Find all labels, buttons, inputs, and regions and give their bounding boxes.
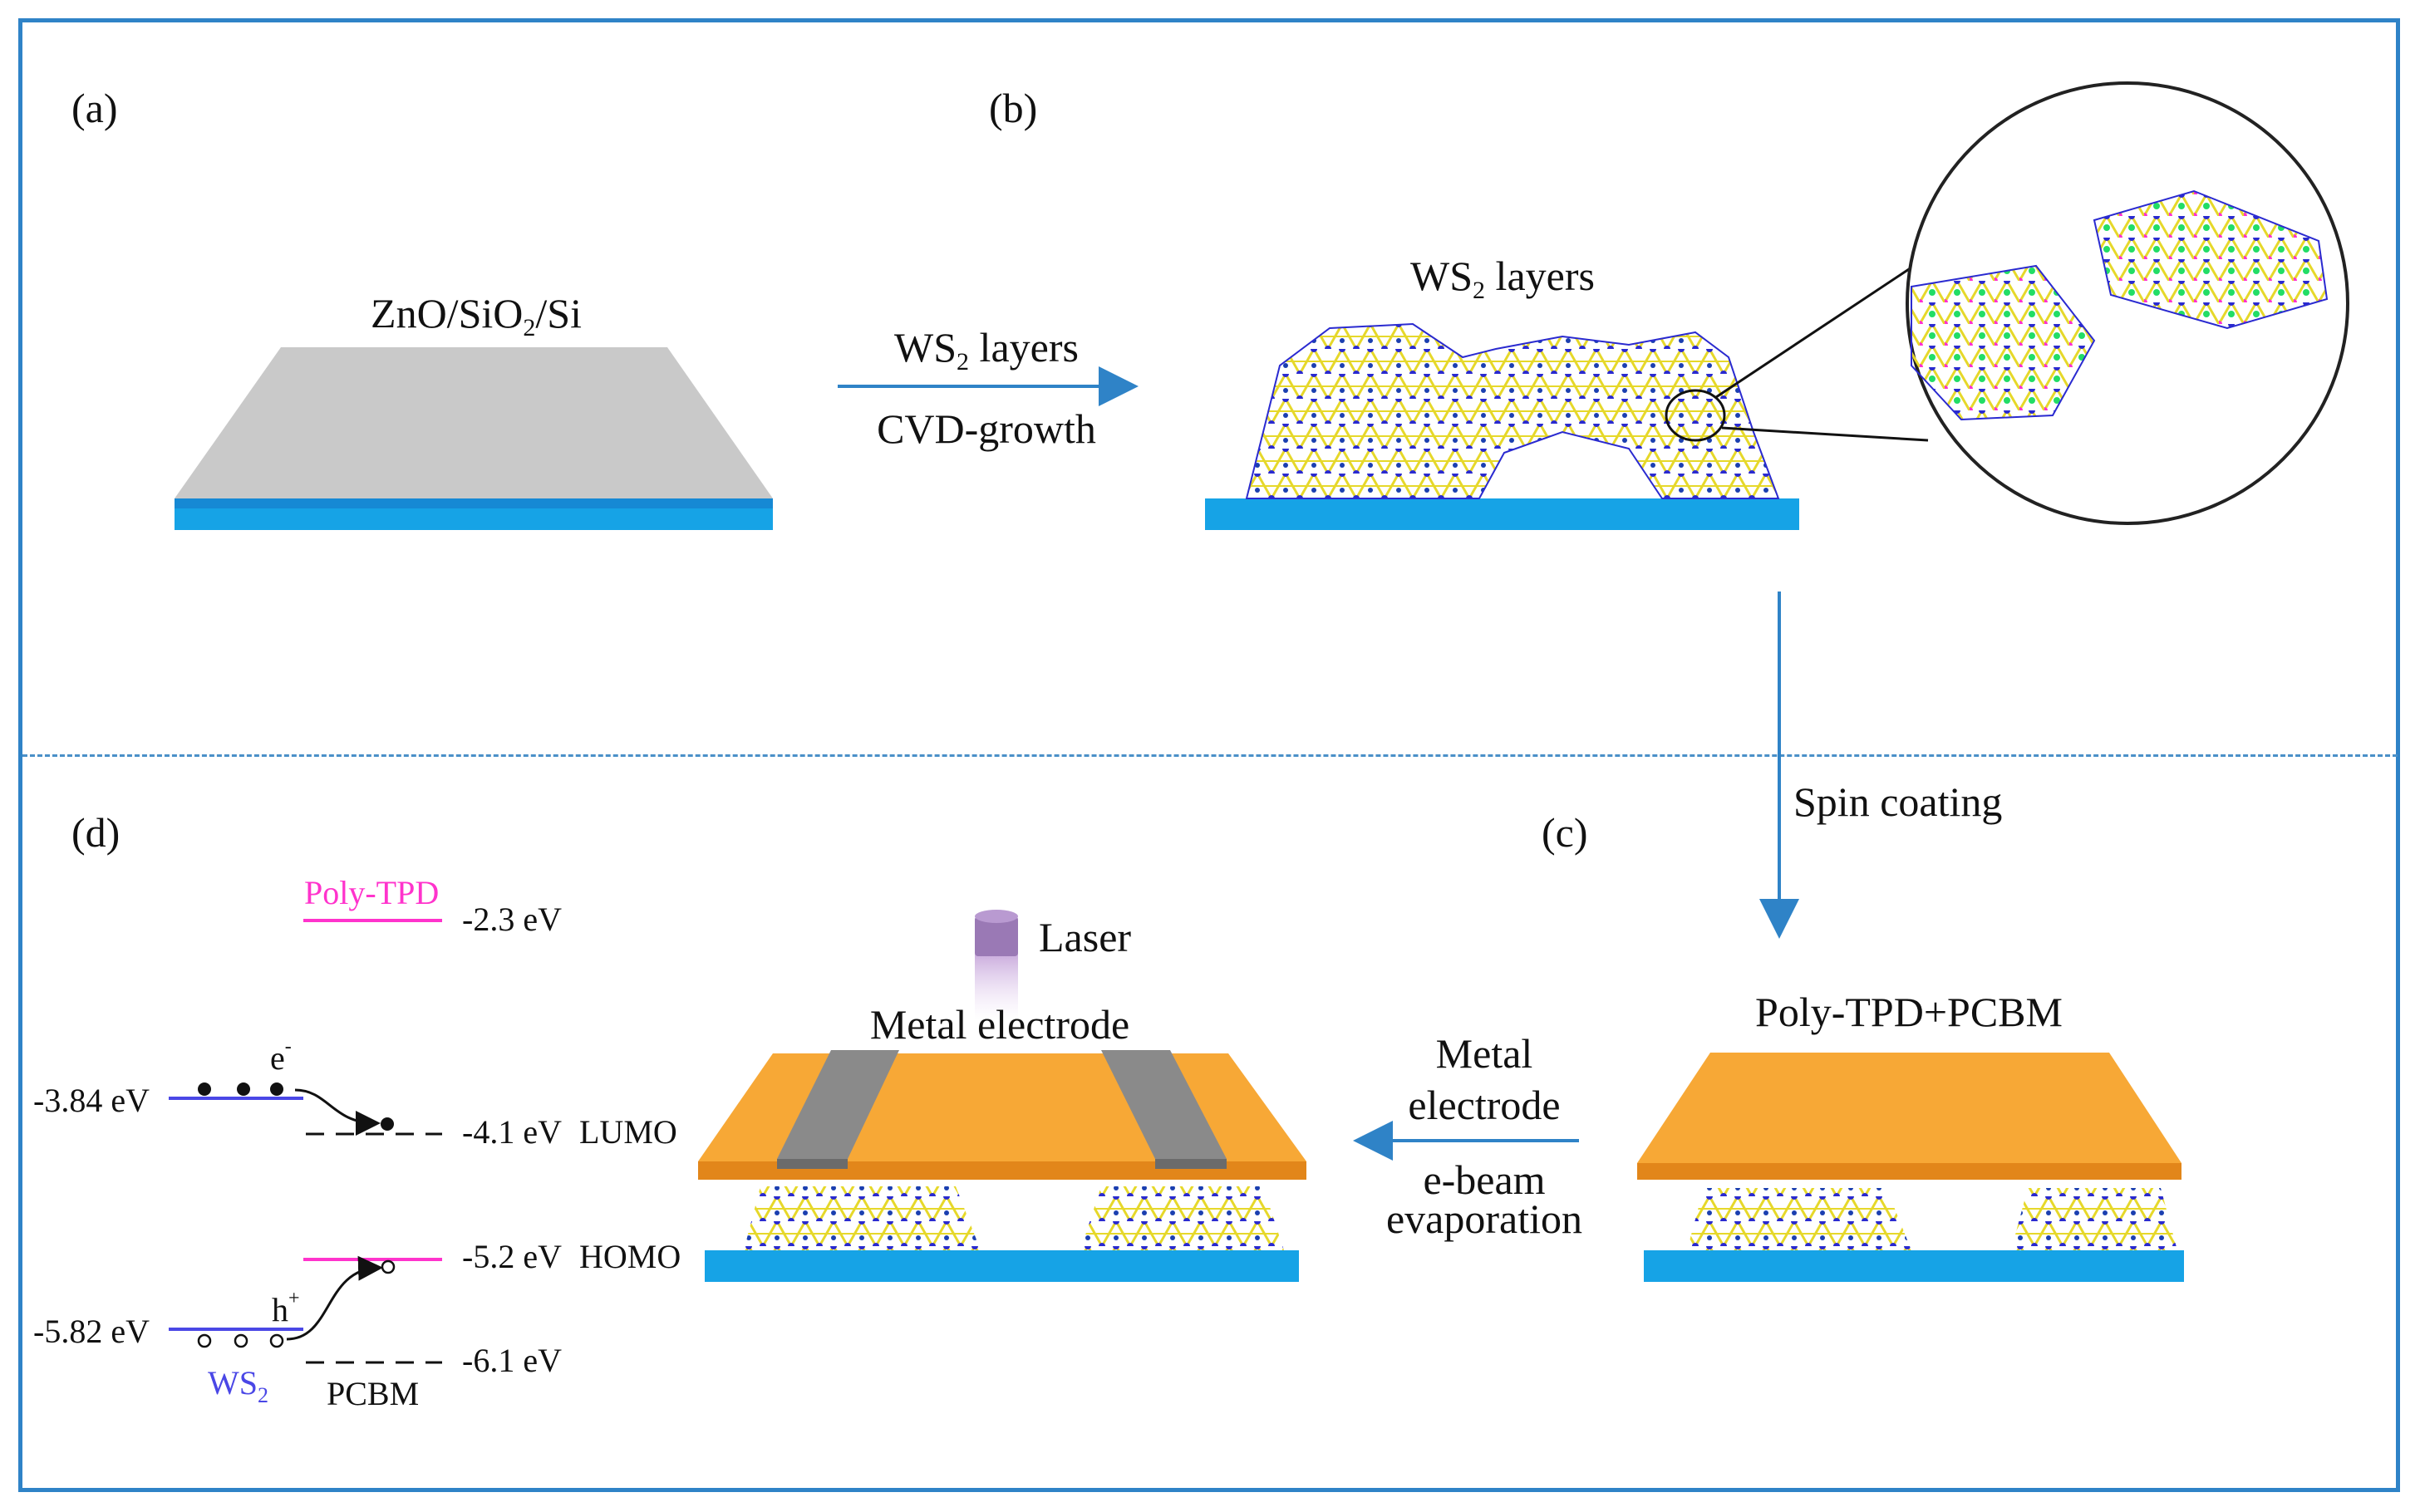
growth-arrow-top-label: WS2 layers [894, 324, 1079, 376]
ws2-name: WS2 [208, 1364, 268, 1407]
ebeam-label-line1: Metal [1435, 1030, 1533, 1077]
growth-arrow-bottom-label: CVD-growth [877, 405, 1096, 452]
ws2-vb-value: -5.82 eV [33, 1313, 150, 1350]
panel-label-d: (d) [71, 809, 121, 856]
device-c [1637, 1053, 2184, 1282]
metal-electrode-label: Metal electrode [869, 1001, 1130, 1048]
polytpd-lumo-value: -2.3 eV [462, 901, 562, 938]
panel-label-b: (b) [989, 85, 1038, 131]
ebeam-label-line4: evaporation [1385, 1195, 1583, 1242]
panel-label-a: (a) [71, 85, 118, 131]
polytpd-name: Poly-TPD [304, 874, 440, 911]
homo-tag: HOMO [579, 1238, 681, 1275]
ebeam-label-line2: electrode [1408, 1082, 1561, 1128]
laser-label: Laser [1039, 914, 1132, 960]
pcbm-lumo-value: -4.1 eV [462, 1113, 562, 1151]
pcbm-name: PCBM [327, 1375, 420, 1412]
device-d [698, 1050, 1306, 1282]
ws2-cb-value: -3.84 eV [33, 1082, 150, 1119]
substrate-b [1205, 266, 1929, 530]
substrate-label: ZnO/SiO2/Si [371, 290, 582, 341]
ebeam-label-line3: e-beam [1423, 1156, 1546, 1203]
polytpd-homo-value: -5.2 eV [462, 1238, 562, 1275]
laser-source [975, 910, 1018, 1020]
magnified-lattice [1906, 81, 2349, 525]
ws2-layers-title: WS2 layers [1410, 253, 1595, 304]
polytpd-pcbm-title: Poly-TPD+PCBM [1755, 989, 2063, 1035]
section-divider [22, 754, 2398, 757]
pcbm-homo-value: -6.1 eV [462, 1342, 562, 1379]
energy-diagram [169, 919, 442, 1364]
lumo-tag: LUMO [579, 1113, 677, 1151]
substrate-a [175, 347, 773, 530]
spin-coating-label: Spin coating [1793, 778, 2003, 825]
panel-label-c: (c) [1542, 809, 1588, 856]
electron-label: e- [270, 1036, 292, 1077]
figure-frame [18, 18, 2400, 1492]
hole-label: h+ [272, 1288, 300, 1328]
